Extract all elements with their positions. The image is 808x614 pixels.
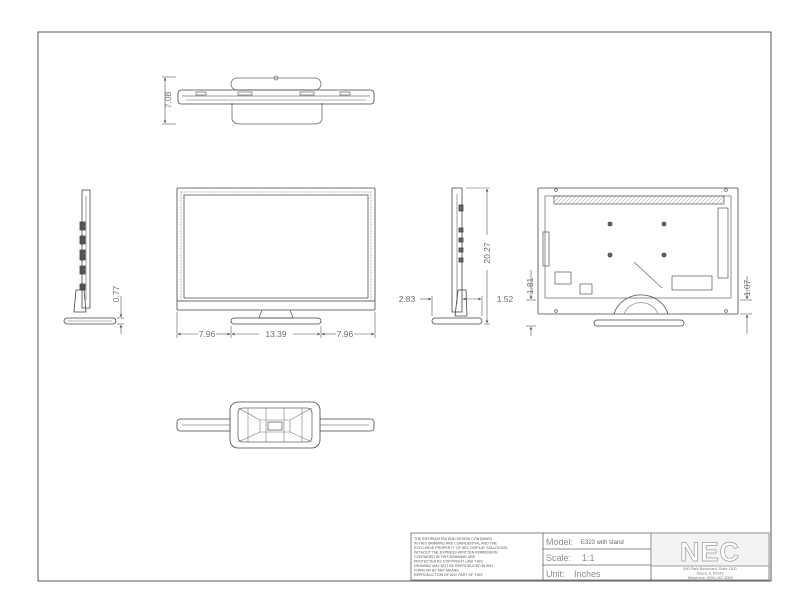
rear-height-dimensions <box>526 270 752 336</box>
title-block <box>410 532 770 581</box>
nec-logo-box <box>650 532 770 567</box>
top-view-stand-base <box>231 103 323 125</box>
rear-stand-base <box>593 319 685 327</box>
scale-label: Scale: <box>546 553 571 563</box>
top-depth-label: 7.08 <box>163 91 173 108</box>
address-line-1: 500 Park Boulevard, Suite 1100 <box>683 567 736 571</box>
side-base-label: 0.77 <box>111 285 121 302</box>
front-width-dimensions <box>176 312 376 338</box>
drawing-border <box>37 31 772 582</box>
front-screen <box>183 194 369 299</box>
disclaimer-line-7: DRAWING MAY NOT BE REPRODUCED IN ANY <box>414 564 494 568</box>
nec-logo: NEC <box>680 537 740 567</box>
disclaimer-line-9: REPRODUCTION OF ANY PART OF THIS <box>414 573 483 577</box>
left-side-base <box>63 317 117 325</box>
rear-left-height-label: 1.81 <box>525 277 535 294</box>
front-view <box>176 187 376 325</box>
right-side-right-depth-label: 1.52 <box>497 294 514 304</box>
top-view-panel <box>177 89 375 105</box>
disclaimer-line-4: WITHOUT THE EXPRESS WRITTEN PERMISSION <box>414 551 498 555</box>
front-right-margin-label: 7.96 <box>337 329 354 339</box>
address-line-3: Telephone: (630) 467-3000 <box>687 576 733 580</box>
right-side-left-depth-label: 2.83 <box>399 294 416 304</box>
scale-value: 1:1 <box>582 553 595 563</box>
right-side-height-label: 20.27 <box>482 242 492 264</box>
disclaimer-line-6: PROTECTED BY COPYRIGHT LAW. THIS <box>414 560 483 564</box>
disclaimer-line-8: FORM OR BY ANY MEANS. <box>414 569 460 573</box>
right-side-view <box>431 187 483 325</box>
right-side-panel <box>451 187 463 313</box>
right-side-dimensions <box>420 187 490 325</box>
top-depth-dimension <box>162 76 176 125</box>
model-value: E323 with stand <box>581 540 624 546</box>
side-base-dimension <box>117 296 124 334</box>
disclaimer-line-3: EXCLUSIVE PROPERTY OF NEC DISPLAY SOLUTI… <box>414 546 508 550</box>
disclaimer-line-1: THE INFORMATION AND DESIGN CONTAINED <box>414 537 493 541</box>
disclaimer-line-2: IN THIS DRAWING ARE CONFIDENTIAL AND THE <box>414 542 497 546</box>
rear-right-height-label: 1.07 <box>742 279 752 296</box>
rear-stand-mount <box>613 294 669 315</box>
rear-control-buttons <box>542 231 550 267</box>
right-side-base <box>431 317 483 325</box>
rear-view <box>537 187 739 327</box>
front-left-margin-label: 7.96 <box>199 329 216 339</box>
disclaimer-line-5: CONTAINED IN THIS DRAWING ARE <box>414 555 476 559</box>
front-bezel <box>176 187 376 311</box>
model-label: Model: <box>546 537 573 547</box>
bottom-view <box>176 401 375 449</box>
rear-io-panel <box>671 275 713 291</box>
unit-label: Unit: <box>546 569 565 579</box>
top-view <box>177 75 375 125</box>
left-side-neck <box>73 289 87 313</box>
front-stand-base <box>230 317 322 325</box>
rear-vent-grille <box>553 195 725 205</box>
front-base-width-label: 13.39 <box>265 329 287 339</box>
unit-value: Inches <box>574 569 601 579</box>
bottom-stand-base <box>229 401 321 449</box>
address-line-2: Itasca, IL 60143 <box>697 572 724 576</box>
right-side-neck <box>454 289 468 317</box>
rear-cabinet <box>537 187 739 315</box>
left-side-view <box>63 189 117 325</box>
front-stand-neck <box>258 309 294 319</box>
bottom-stand-ribs <box>237 407 313 443</box>
